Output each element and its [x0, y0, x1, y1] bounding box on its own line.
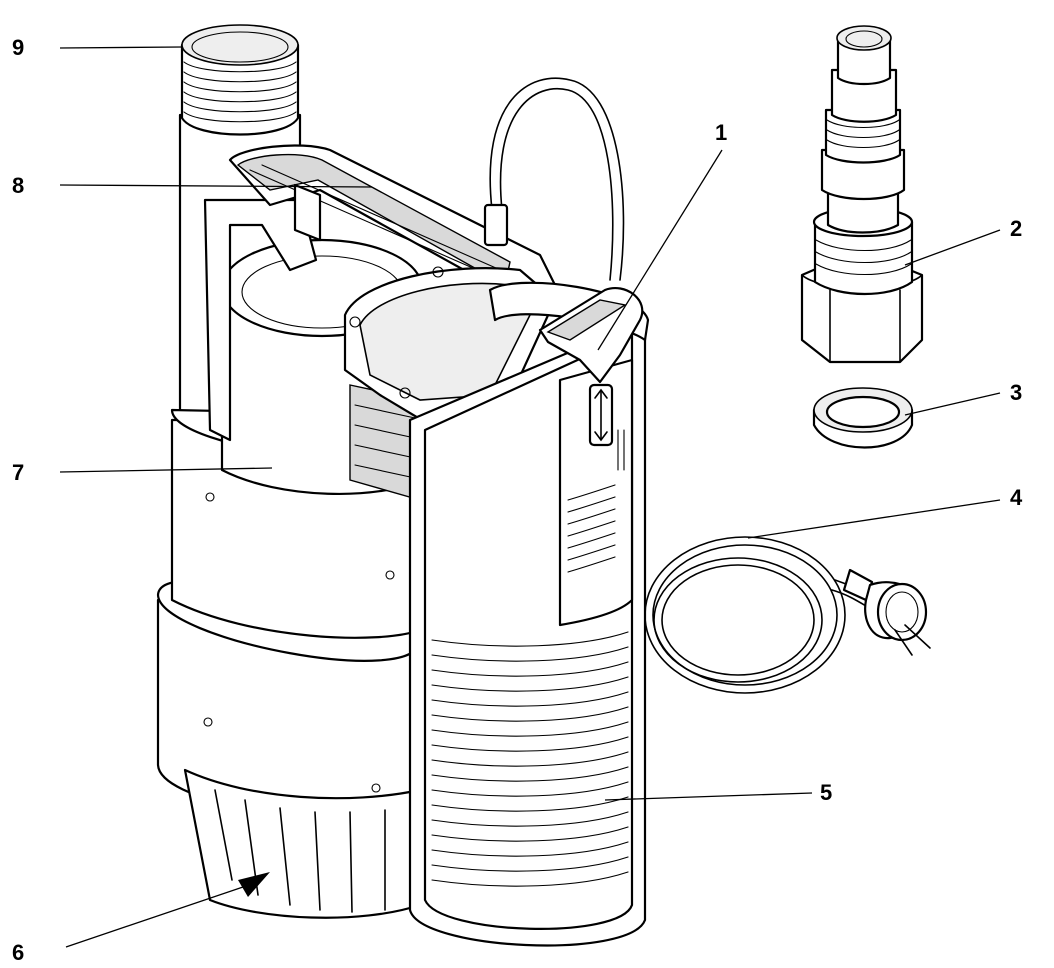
label-6: 6: [12, 940, 24, 965]
pre-filter-tube: [408, 281, 650, 947]
leader-9: [59, 46, 183, 49]
leader-5: [604, 792, 813, 801]
leader-3: [904, 392, 1001, 416]
leader-6: [65, 886, 244, 948]
leader-lines: [59, 46, 1001, 948]
leader-8: [59, 184, 373, 188]
label-5: 5: [820, 780, 832, 805]
leader-7: [59, 467, 273, 473]
label-2: 2: [1010, 216, 1022, 241]
power-cable-coil: [644, 536, 871, 694]
label-4: 4: [1010, 485, 1023, 510]
part-labels: 1 2 3 4 5 6 7 8 9: [12, 35, 1023, 965]
leader-4: [747, 499, 1001, 539]
motor-housing: [156, 238, 424, 919]
label-1: 1: [715, 120, 727, 145]
leader-1: [597, 149, 723, 351]
label-9: 9: [12, 35, 24, 60]
label-3: 3: [1010, 380, 1022, 405]
label-7: 7: [12, 460, 24, 485]
sealing-ring: [812, 387, 914, 449]
mains-plug: [842, 568, 931, 656]
water-inlet-arrow: [238, 872, 270, 897]
float-switch-cable: [483, 77, 625, 281]
leader-2: [904, 229, 1001, 266]
float-switch: [538, 287, 644, 384]
label-8: 8: [12, 173, 24, 198]
hose-connector: [800, 25, 924, 364]
